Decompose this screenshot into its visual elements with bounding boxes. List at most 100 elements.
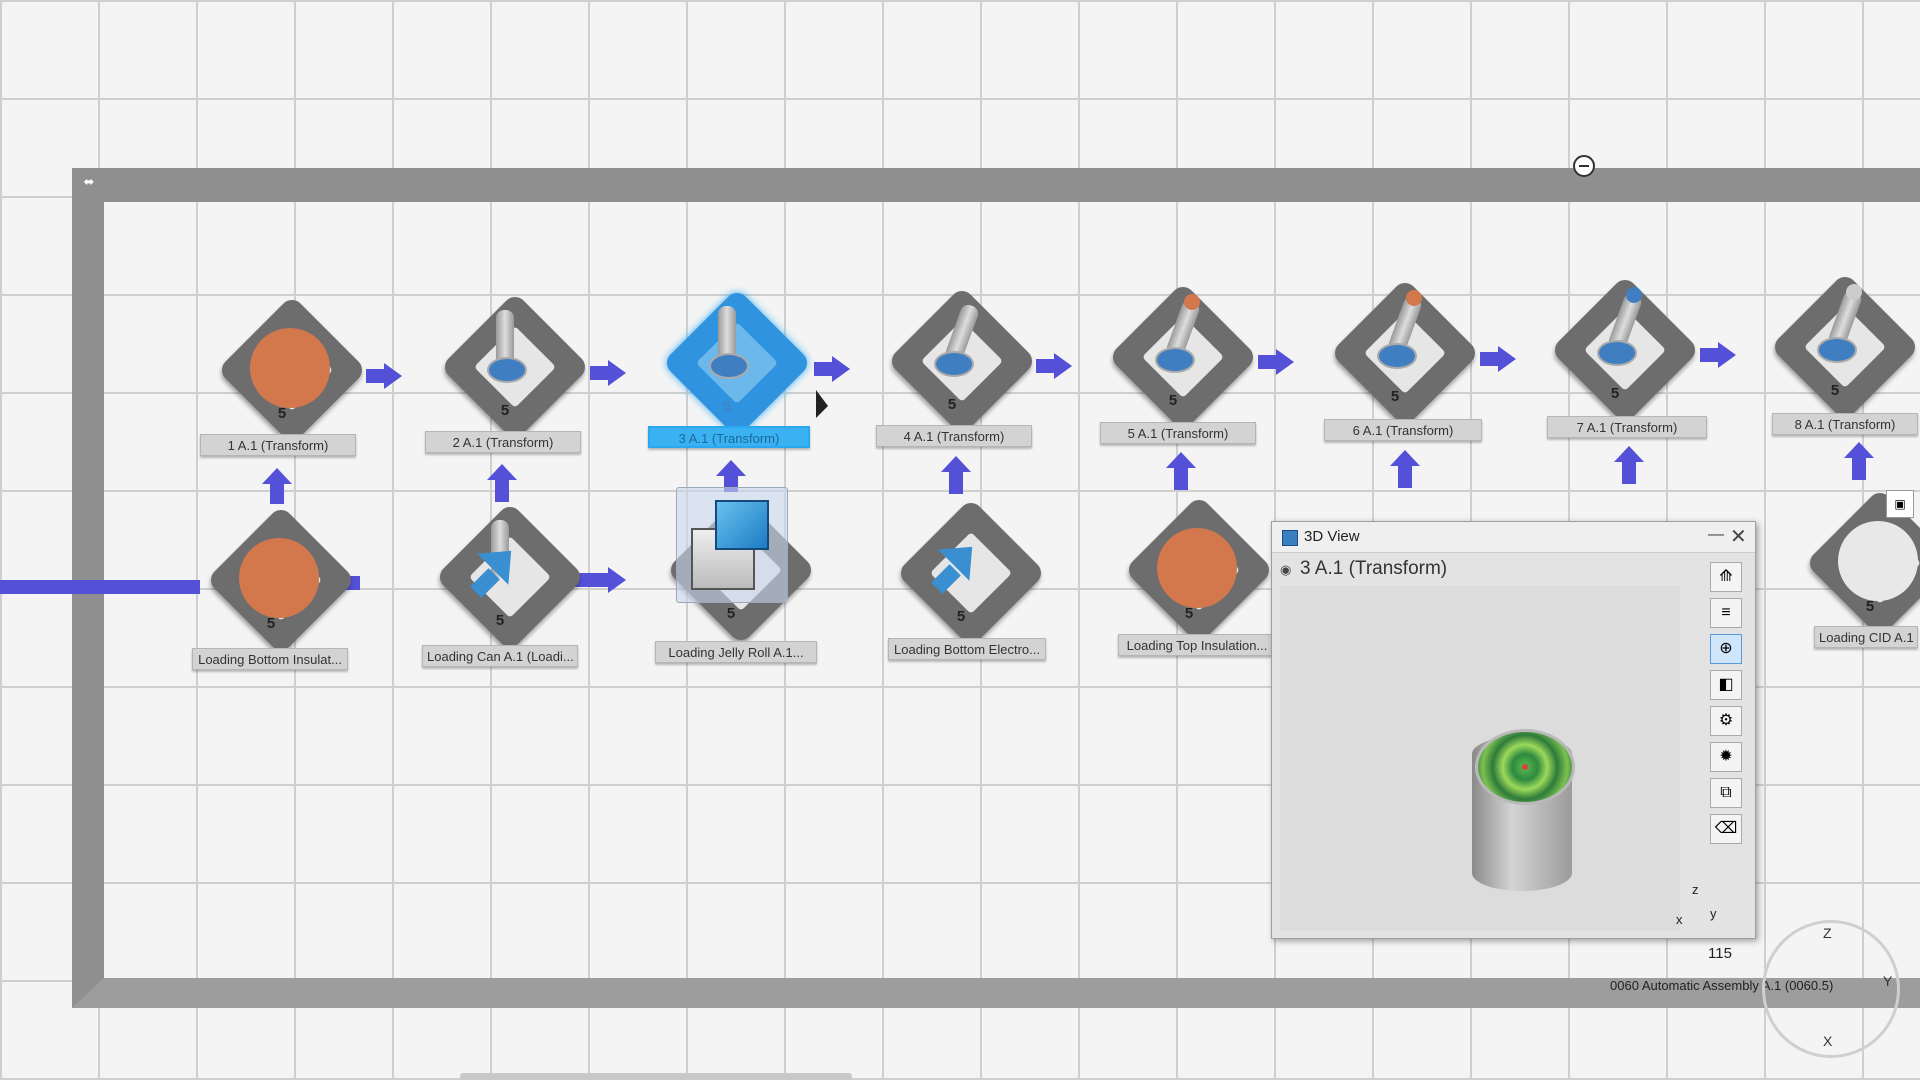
- 3d-view-panel[interactable]: 3D View — ✕ ◉ 3 A.1 (Transform) ⟰ ≡ ⊕ ◧ …: [1271, 521, 1756, 939]
- visibility-icon[interactable]: ◉: [1280, 562, 1292, 577]
- loading-node-2[interactable]: 5: [425, 492, 585, 652]
- node-label[interactable]: Loading Jelly Roll A.1...: [655, 641, 817, 663]
- node-label[interactable]: Loading Can A.1 (Loadi...: [422, 645, 578, 667]
- minimize-button[interactable]: —: [1708, 526, 1724, 543]
- section-view-icon[interactable]: ⟰: [1710, 562, 1742, 592]
- connector: [1036, 359, 1056, 373]
- gripper-icon: [1406, 290, 1422, 306]
- node-count: 5: [1830, 382, 1840, 399]
- node-label[interactable]: 6 A.1 (Transform): [1324, 419, 1482, 441]
- layers-icon[interactable]: ≡: [1710, 598, 1742, 628]
- loading-node-3[interactable]: 5: [656, 485, 816, 645]
- panel-titlebar[interactable]: 3D View — ✕: [1272, 522, 1755, 553]
- frame-link-icon[interactable]: ⬌: [83, 174, 95, 189]
- connector: [1174, 468, 1188, 490]
- transform-node-3[interactable]: 5: [652, 278, 812, 438]
- node-label[interactable]: 7 A.1 (Transform): [1547, 416, 1707, 438]
- robot-base-icon: [1817, 337, 1857, 363]
- connector-arrow: [1844, 442, 1874, 458]
- connector-arrow: [716, 460, 746, 476]
- node-count: 5: [722, 398, 732, 415]
- cube-icon: [1282, 530, 1298, 546]
- gizmo-x-label: X: [1823, 1033, 1833, 1049]
- material-icon: [250, 328, 330, 408]
- node-label[interactable]: 4 A.1 (Transform): [876, 425, 1032, 447]
- horizontal-scrollbar[interactable]: [460, 1073, 852, 1080]
- gear-icon[interactable]: ✹: [1710, 742, 1742, 772]
- connector: [366, 369, 386, 383]
- connector: [1398, 466, 1412, 488]
- gizmo-z-label: Z: [1823, 925, 1832, 941]
- connector: [1700, 348, 1720, 362]
- node-label[interactable]: Loading Top Insulation...: [1118, 634, 1276, 656]
- z-axis-label: z: [1692, 882, 1699, 897]
- loading-node-6[interactable]: 5: [1795, 478, 1920, 638]
- robot-base-icon: [1377, 343, 1417, 369]
- node-count: 5: [1865, 598, 1875, 615]
- robot-base-icon: [487, 357, 527, 383]
- node-count: 5: [1184, 605, 1194, 622]
- node-count: 5: [277, 405, 287, 422]
- loading-node-4[interactable]: 5: [886, 488, 1046, 648]
- connector: [949, 472, 963, 494]
- connector: [495, 480, 509, 502]
- transform-node-6[interactable]: 5: [1320, 268, 1480, 428]
- robot-base-icon: [709, 353, 749, 379]
- node-count: 5: [495, 612, 505, 629]
- transform-node-8[interactable]: 5: [1760, 262, 1920, 422]
- loading-node-1[interactable]: 5: [196, 495, 356, 655]
- transform-node-2[interactable]: 5: [430, 282, 590, 442]
- node-label[interactable]: 2 A.1 (Transform): [425, 431, 581, 453]
- connector-arrow: [262, 468, 292, 484]
- x-axis-label: x: [1676, 912, 1683, 927]
- cell-model-top: [1475, 729, 1575, 805]
- loading-node-5[interactable]: 5: [1114, 485, 1274, 645]
- node-count: 5: [1610, 385, 1620, 402]
- node-label[interactable]: Loading Bottom Electro...: [888, 638, 1046, 660]
- connector: [1852, 458, 1866, 480]
- node-label[interactable]: Loading Bottom Insulat...: [192, 648, 348, 670]
- connector: [1480, 352, 1500, 366]
- zoom-fit-icon[interactable]: ⊕: [1710, 634, 1742, 664]
- transform-node-1[interactable]: 5: [207, 285, 367, 445]
- connector-arrow: [487, 464, 517, 480]
- connector: [1622, 462, 1636, 484]
- connector: [590, 366, 610, 380]
- render-mode-icon[interactable]: ◧: [1710, 670, 1742, 700]
- material-icon: [1838, 521, 1918, 601]
- connector-arrow: [1498, 346, 1516, 372]
- node-count: 5: [1168, 392, 1178, 409]
- collapse-icon[interactable]: [1573, 155, 1595, 177]
- transform-node-5[interactable]: 5: [1098, 272, 1258, 432]
- y-axis-label: y: [1710, 906, 1717, 921]
- connector-arrow: [941, 456, 971, 472]
- settings-outline-icon[interactable]: ⚙: [1710, 706, 1742, 736]
- export-view-icon[interactable]: ⧉: [1710, 778, 1742, 808]
- connector-arrow: [832, 356, 850, 382]
- mouse-cursor-icon: [816, 390, 828, 418]
- connector-arrow: [1054, 353, 1072, 379]
- node-count: 5: [947, 396, 957, 413]
- robot-arm-icon: [718, 306, 736, 364]
- 3d-viewport[interactable]: [1280, 586, 1680, 931]
- connector-arrow: [384, 363, 402, 389]
- node-label[interactable]: 1 A.1 (Transform): [200, 434, 356, 456]
- eraser-icon[interactable]: ⌫: [1710, 814, 1742, 844]
- node-label[interactable]: 8 A.1 (Transform): [1772, 413, 1918, 435]
- gizmo-y-label: Y: [1883, 973, 1893, 989]
- panel-toggle-icon[interactable]: ▣: [1886, 490, 1914, 518]
- part-icon: [676, 487, 788, 603]
- transform-node-7[interactable]: 5: [1540, 265, 1700, 425]
- node-label[interactable]: Loading CID A.1: [1814, 626, 1918, 648]
- axis-triad: z x y: [1672, 882, 1732, 932]
- node-count: 5: [726, 605, 736, 622]
- node-count: 5: [1390, 388, 1400, 405]
- navigation-gizmo[interactable]: Z X Y: [1762, 920, 1900, 1058]
- node-count: 5: [500, 402, 510, 419]
- transform-node-4[interactable]: 5: [877, 276, 1037, 436]
- node-label[interactable]: 5 A.1 (Transform): [1100, 422, 1256, 444]
- close-button[interactable]: ✕: [1730, 526, 1747, 548]
- material-icon: [239, 538, 319, 618]
- node-label-selected[interactable]: 3 A.1 (Transform): [648, 426, 810, 448]
